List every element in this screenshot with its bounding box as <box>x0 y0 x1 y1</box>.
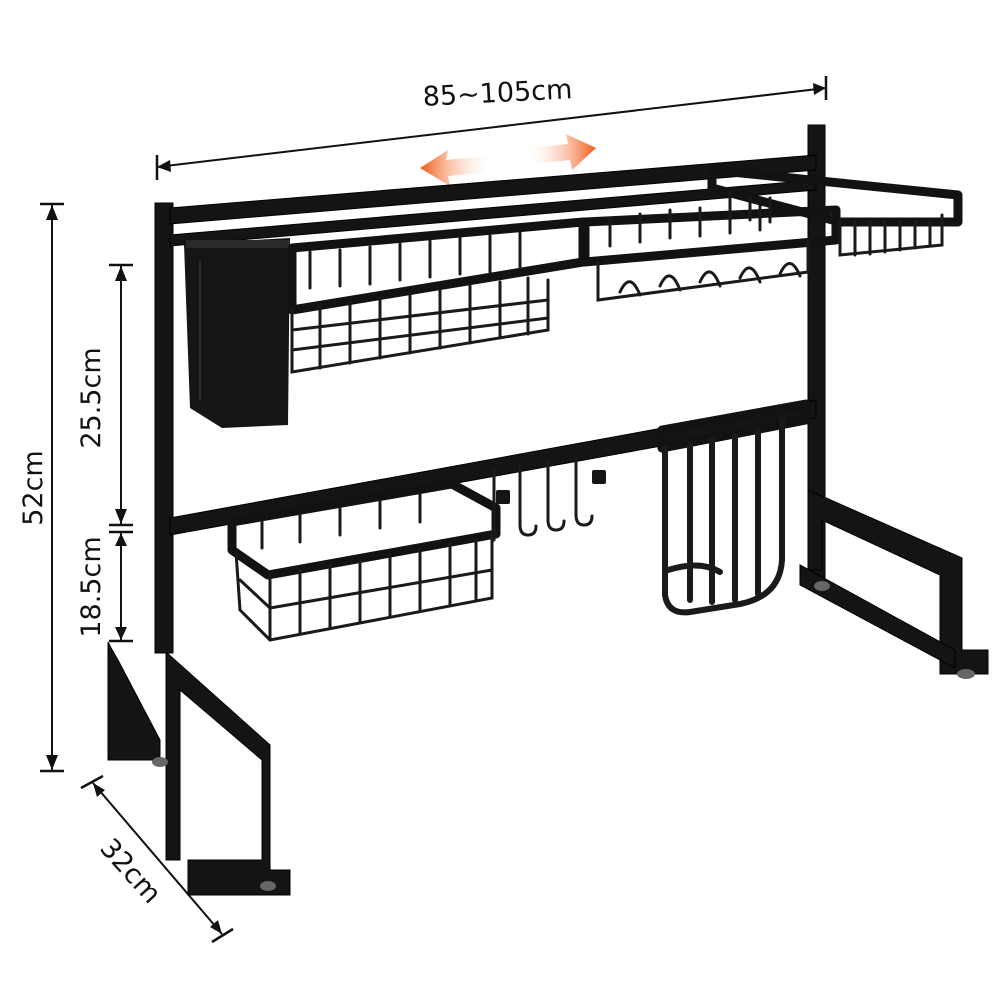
upper-basket-middle <box>580 200 841 302</box>
height-dimension: 52cm <box>18 202 64 773</box>
hooks <box>492 453 606 542</box>
upper-basket-right <box>707 165 963 257</box>
lower-basket <box>227 479 501 642</box>
upper-gap-label: 25.5cm <box>76 347 107 448</box>
height-label: 52cm <box>18 450 49 526</box>
cutting-board-holder <box>657 399 811 616</box>
lower-gap-label: 18.5cm <box>76 536 107 637</box>
utensil-holder <box>184 238 290 428</box>
left-right-arrow-icon <box>420 134 596 186</box>
width-label: 85~105cm <box>422 74 573 113</box>
depth-label: 32cm <box>94 833 168 910</box>
depth-dimension: 32cm <box>80 774 234 944</box>
lower-gap-dimension: 18.5cm <box>76 530 133 643</box>
upper-basket-left <box>287 217 588 374</box>
upper-gap-dimension: 25.5cm <box>76 263 133 527</box>
